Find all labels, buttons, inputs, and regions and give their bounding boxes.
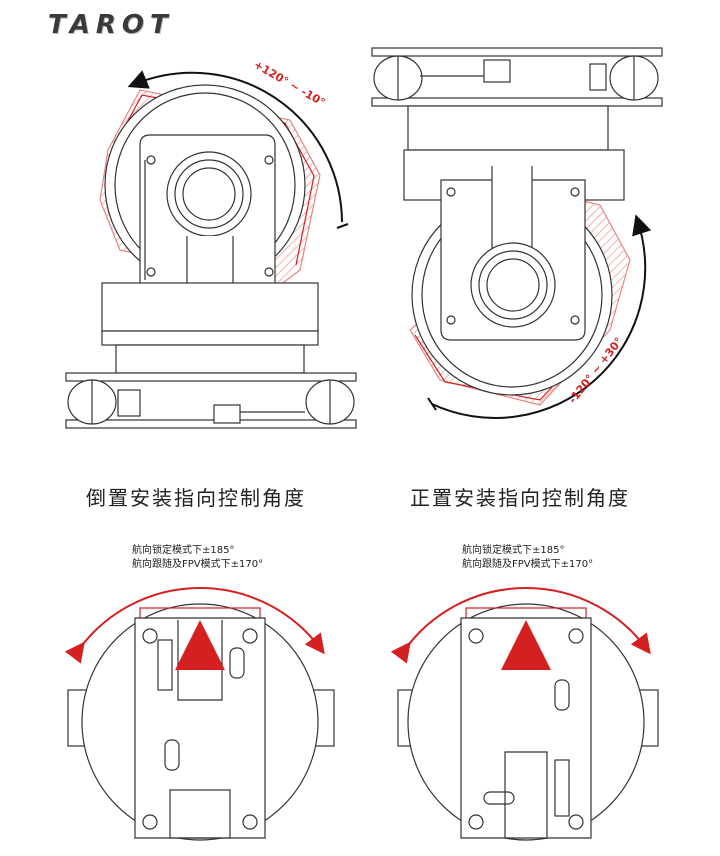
inverted-rotation-arrow xyxy=(127,70,343,223)
right-top-view xyxy=(397,603,659,841)
left-yaw-arc xyxy=(64,587,325,664)
inverted-gimbal-side-view xyxy=(65,84,357,429)
left-note-line2: 航向跟随及FPV模式下±170° xyxy=(132,559,264,570)
left-note: 航向锁定模式下±185° 航向跟随及FPV模式下±170° xyxy=(132,544,263,572)
tarot-logo: TAROT xyxy=(48,10,174,40)
upright-rotation-arrow xyxy=(431,214,652,419)
right-note-line1: 航向锁定模式下±185° xyxy=(462,545,565,556)
right-note: 航向锁定模式下±185° 航向跟随及FPV模式下±170° xyxy=(462,544,593,572)
left-note-line1: 航向锁定模式下±185° xyxy=(132,545,235,556)
inverted-caption: 倒置安装指向控制角度 xyxy=(86,486,306,510)
right-yaw-arc xyxy=(390,587,651,664)
upright-gimbal-side-view xyxy=(371,47,663,406)
upright-caption: 正置安装指向控制角度 xyxy=(410,486,630,510)
right-note-line2: 航向跟随及FPV模式下±170° xyxy=(462,559,594,570)
left-top-view xyxy=(67,603,335,841)
